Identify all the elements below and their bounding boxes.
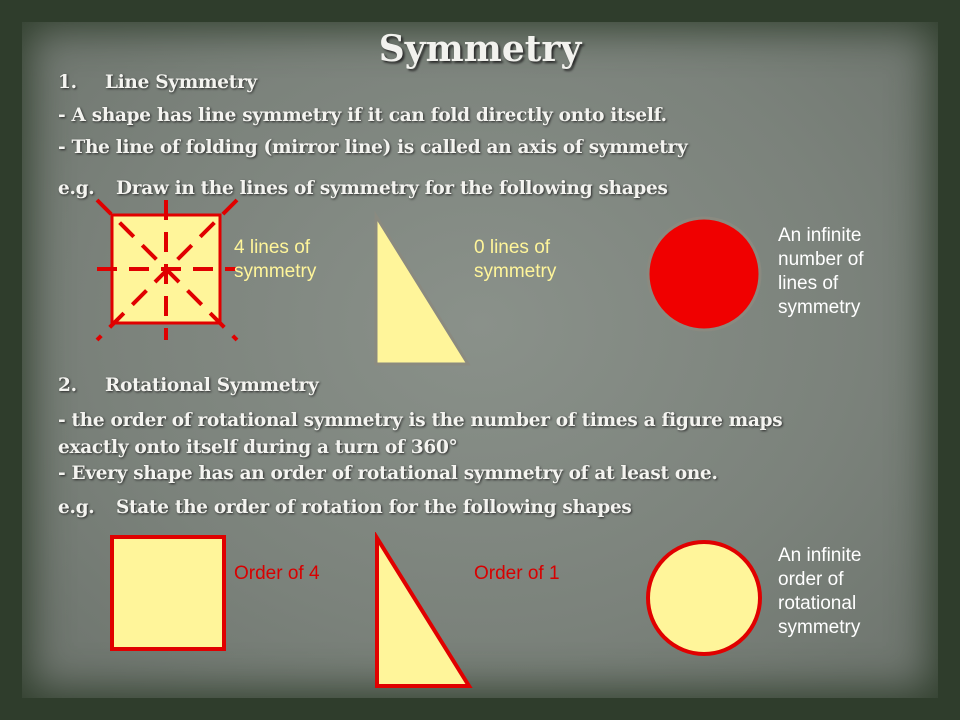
section1-title: Line Symmetry bbox=[105, 72, 257, 93]
section2-example-text: State the order of rotation for the foll… bbox=[116, 497, 632, 518]
triangle-order-label: Order of 1 bbox=[474, 563, 560, 584]
red-circle-shape bbox=[646, 216, 762, 332]
section1-heading: 1. Line Symmetry bbox=[58, 72, 257, 93]
circle-lines-label: An infinite number of lines of symmetry bbox=[778, 225, 864, 318]
square-order-label: Order of 4 bbox=[234, 563, 320, 584]
section1-example: e.g. Draw in the lines of symmetry for th… bbox=[58, 178, 668, 199]
yellow-circle-shape bbox=[646, 540, 762, 656]
red-circle-figure bbox=[646, 216, 762, 332]
section1-number: 1. bbox=[58, 72, 77, 93]
square-rotation-shape bbox=[110, 535, 226, 651]
triangle-rotation-figure bbox=[375, 532, 473, 688]
section1-line1: - A shape has line symmetry if it can fo… bbox=[58, 105, 667, 126]
section2-heading: 2. Rotational Symmetry bbox=[58, 375, 319, 396]
triangle-shape bbox=[374, 210, 471, 366]
section1-example-prefix: e.g. bbox=[58, 178, 95, 199]
square-lines-label: 4 lines of symmetry bbox=[234, 237, 317, 282]
triangle-symmetry-figure bbox=[374, 210, 471, 366]
circle-order-label: An infinite order of rotational symmetry bbox=[778, 545, 862, 638]
section2-example: e.g. State the order of rotation for the … bbox=[58, 497, 632, 518]
triangle-rotation-shape bbox=[375, 532, 473, 688]
section1-line2: - The line of folding (mirror line) is c… bbox=[58, 137, 688, 158]
section2-line1: - the order of rotational symmetry is th… bbox=[58, 410, 783, 431]
triangle-lines-label: 0 lines of symmetry bbox=[474, 237, 557, 282]
section2-example-prefix: e.g. bbox=[58, 497, 95, 518]
section2-line2: - Every shape has an order of rotational… bbox=[58, 463, 718, 484]
square-rotation-figure bbox=[110, 535, 226, 651]
square-symmetry-figure bbox=[95, 198, 239, 342]
section1-example-text: Draw in the lines of symmetry for the fo… bbox=[116, 178, 668, 199]
section2-number: 2. bbox=[58, 375, 77, 396]
yellow-circle-figure bbox=[646, 540, 762, 656]
slide-title: Symmetry bbox=[378, 28, 582, 70]
section2-title: Rotational Symmetry bbox=[105, 375, 319, 396]
diagonal-axis-line-2 bbox=[95, 198, 239, 342]
section2-line1b: exactly onto itself during a turn of 360… bbox=[58, 437, 458, 458]
